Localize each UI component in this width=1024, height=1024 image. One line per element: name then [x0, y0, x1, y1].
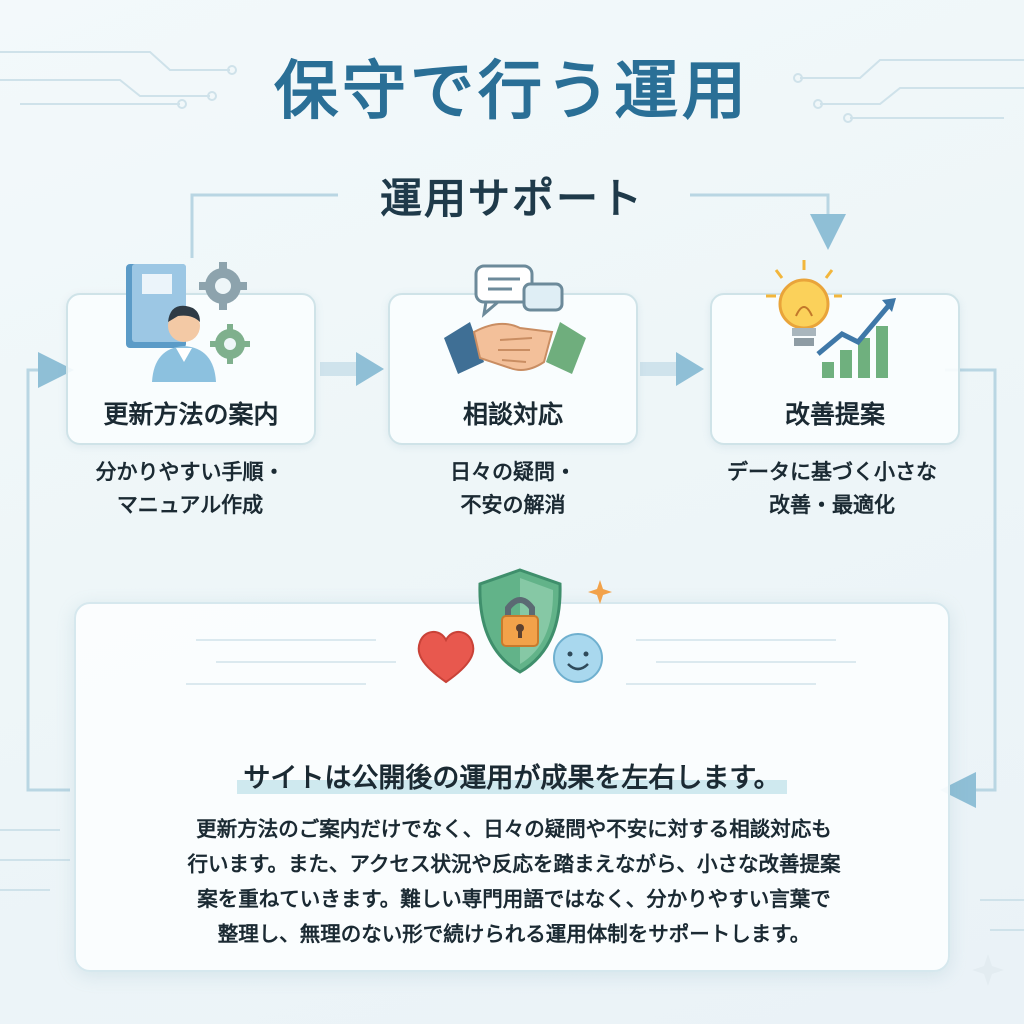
page-title: 保守で行う運用 [274, 55, 750, 129]
step-desc-line: マニュアル作成 [116, 493, 264, 517]
loop-line-top-right [690, 193, 846, 250]
summary-headline-text: サイトは公開後の運用が成果を左右します。 [237, 763, 787, 794]
smiley-icon [553, 633, 603, 683]
manual-person-gear-icon [126, 262, 250, 382]
lightbulb-growth-chart-icon [766, 260, 896, 378]
summary-panel: サイトは公開後の運用が成果を左右します。 更新方法のご案内だけでなく、日々の疑問… [74, 568, 950, 972]
summary-body-line: 整理し、無理のない形で続けられる運用体制をサポートします。 [217, 922, 811, 946]
step-desc-consultation: 日々の疑問・ 不安の解消 [363, 456, 663, 522]
loop-line-top-left [190, 193, 338, 258]
step-label: 改善提案 [784, 400, 885, 429]
summary-icon-group [417, 568, 612, 684]
heart-icon [417, 631, 475, 684]
step-desc-line: データに基づく小さな [727, 460, 937, 484]
summary-headline: サイトは公開後の運用が成果を左右します。 [76, 756, 948, 795]
sparkle-icon [588, 580, 612, 604]
handshake-chat-icon [444, 264, 586, 374]
step-label: 相談対応 [462, 400, 563, 429]
step-label: 更新方法の案内 [103, 400, 279, 429]
section-subtitle: 運用サポート [379, 174, 644, 223]
summary-body-line: 案を重ねていきます。難しい専門用語ではなく、分かりやすい言葉で [197, 887, 831, 911]
step-desc-line: 不安の解消 [460, 493, 566, 517]
loop-line-left [26, 352, 74, 792]
step-desc-line: 分かりやすい手順・ [95, 460, 285, 484]
panel-circuit-decoration [186, 639, 856, 685]
step-desc-line: 日々の疑問・ [450, 460, 576, 484]
step-desc-line: 改善・最適化 [769, 493, 895, 517]
arrow-step2-to-step3 [640, 352, 704, 386]
summary-body-line: 行います。また、アクセス状況や反応を踏まえながら、小さな改善提案 [187, 852, 841, 876]
loop-line-right [940, 368, 997, 808]
summary-body: 更新方法のご案内だけでなく、日々の疑問や不安に対する相談対応も 行います。また、… [104, 812, 924, 952]
step-card-improvement: 改善提案 [710, 293, 960, 445]
arrow-step1-to-step2 [320, 352, 384, 386]
step-desc-improvement: データに基づく小さな 改善・最適化 [682, 456, 982, 522]
step-desc-update-guide: 分かりやすい手順・ マニュアル作成 [40, 456, 340, 522]
corner-sparkle-icon [972, 954, 1004, 986]
summary-body-line: 更新方法のご案内だけでなく、日々の疑問や不安に対する相談対応も [196, 817, 832, 841]
